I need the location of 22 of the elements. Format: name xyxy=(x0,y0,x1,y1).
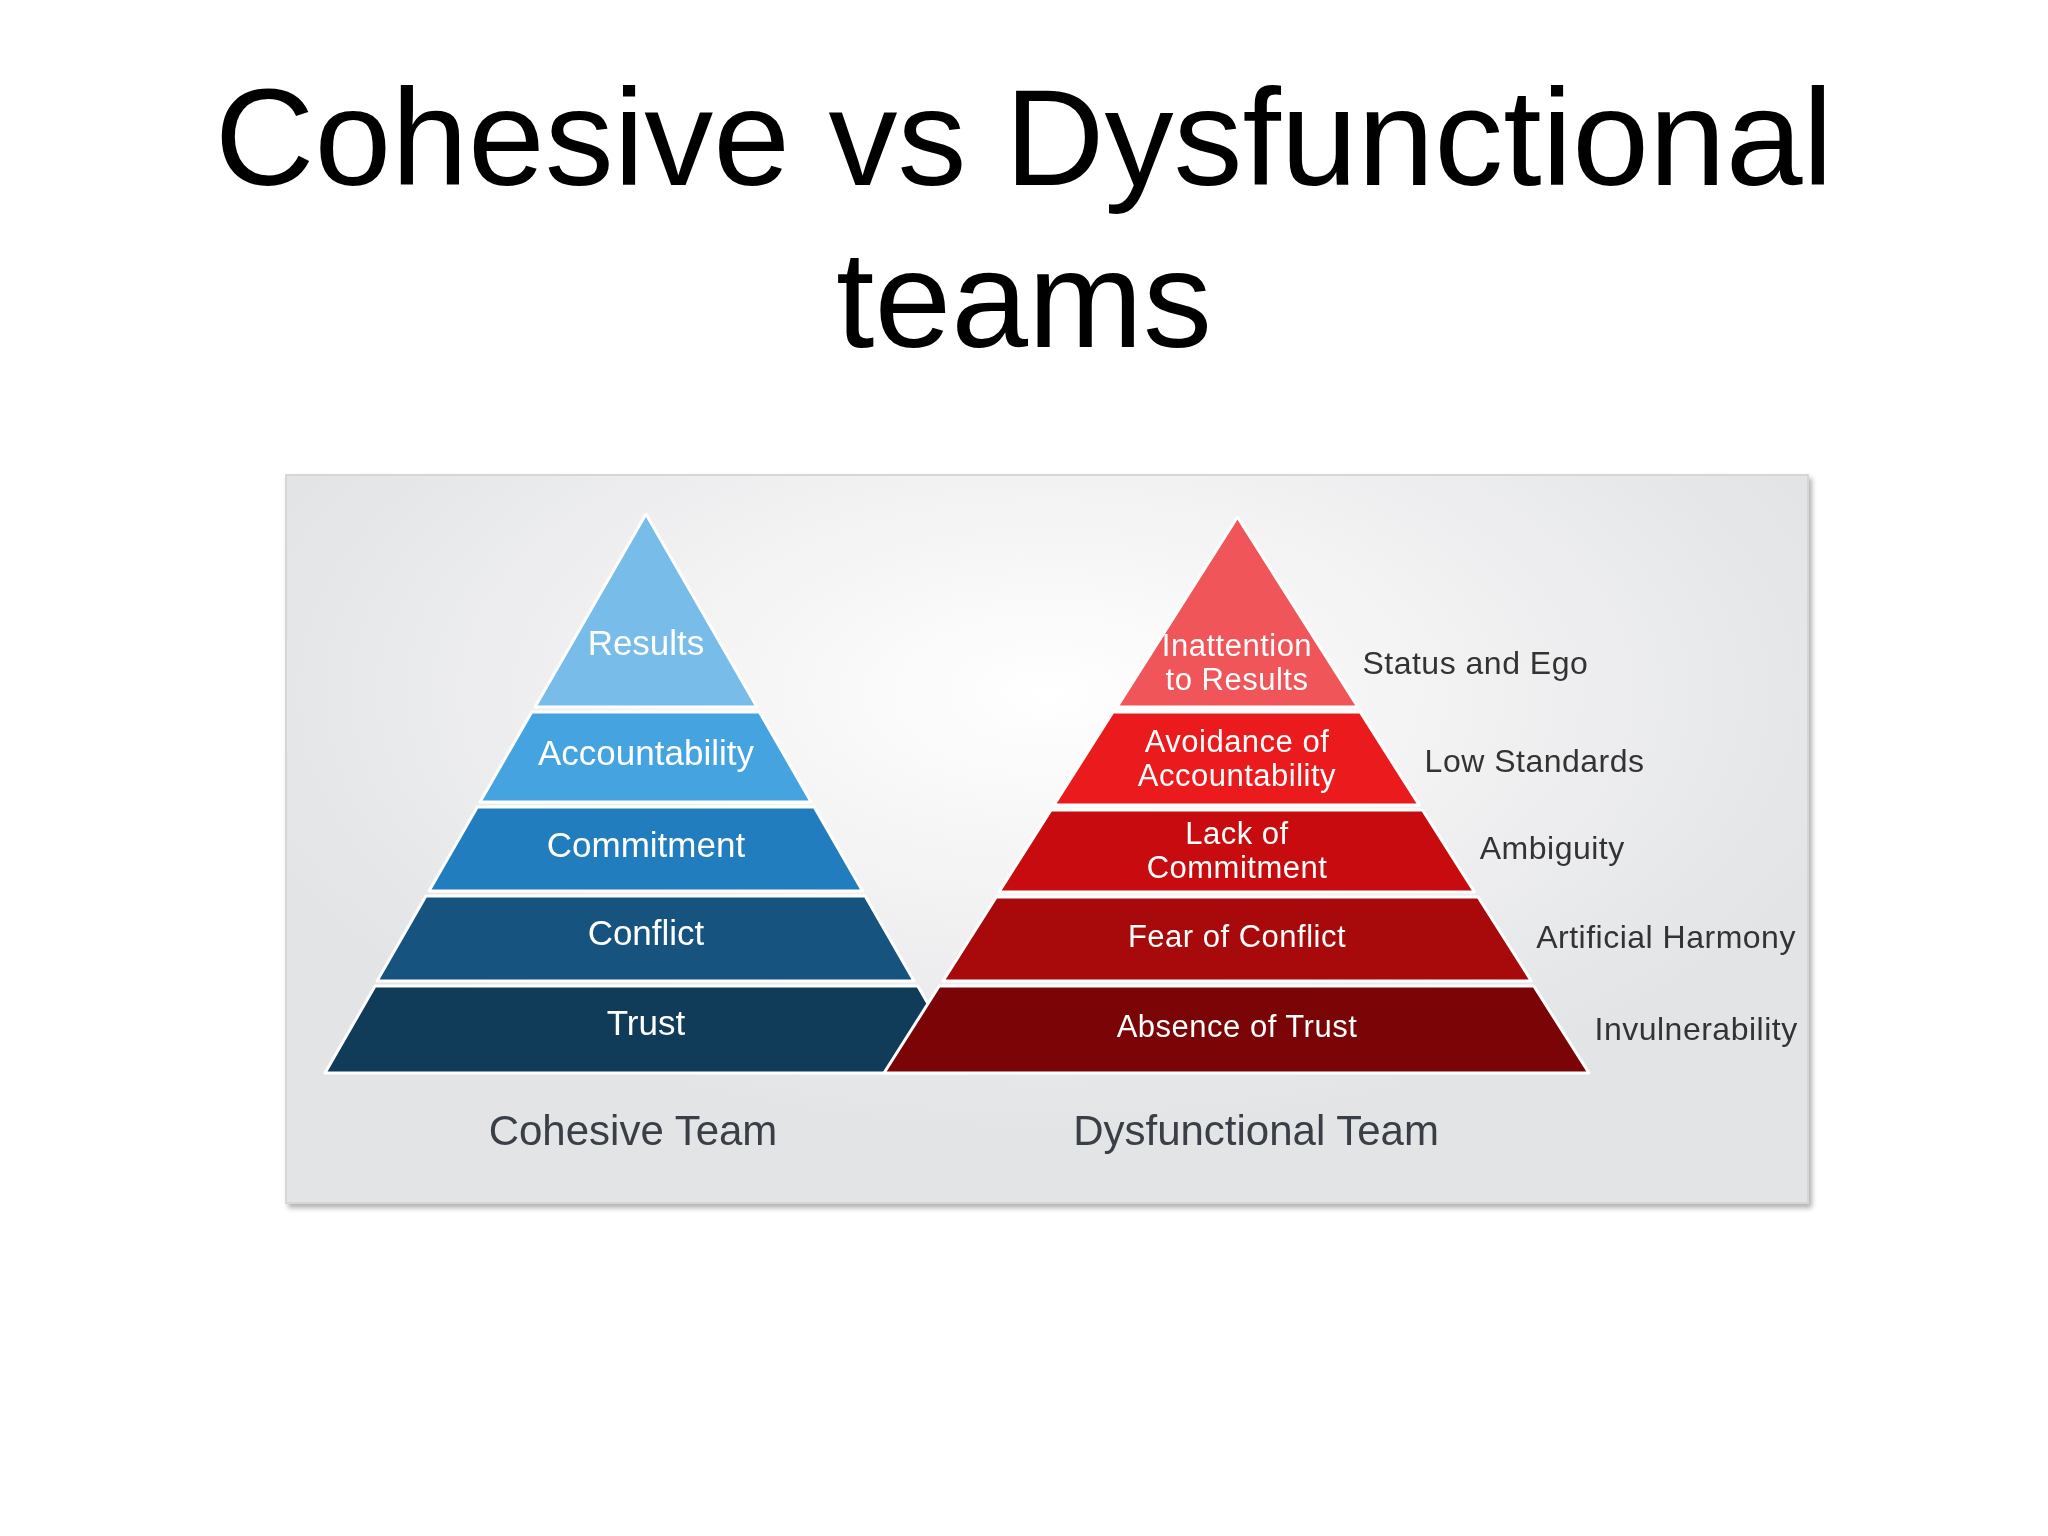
side-label: Low Standards xyxy=(1424,742,1645,780)
pyramid-top-triangle xyxy=(535,514,757,707)
layer-label: Absence of Trust xyxy=(1116,1009,1358,1044)
side-label: Invulnerability xyxy=(1594,1010,1798,1048)
layer-label: Conflict xyxy=(587,913,705,952)
layer-label: Fear of Conflict xyxy=(1127,920,1347,955)
layer-label: Results xyxy=(587,624,705,663)
layer-label: Trust xyxy=(606,1003,686,1042)
side-label: Artificial Harmony xyxy=(1536,918,1796,956)
pyramid-layer xyxy=(377,896,915,981)
pyramid-layer xyxy=(429,807,863,891)
side-label: Status and Ego xyxy=(1362,644,1589,682)
layer-label: Avoidance of Accountability xyxy=(1136,724,1338,793)
layer-label: Commitment xyxy=(546,825,746,865)
pyramid-layer xyxy=(480,712,812,802)
pyramid-caption: Dysfunctional Team xyxy=(1073,1107,1439,1155)
title: Cohesive vs Dysfunctional teams xyxy=(213,59,1835,378)
layer-label: Inattention to Results xyxy=(1160,629,1314,698)
pyramid-caption: Cohesive Team xyxy=(488,1107,778,1155)
side-label: Ambiguity xyxy=(1479,829,1625,867)
layer-label: Accountability xyxy=(538,733,754,772)
layer-label: Lack of Commitment xyxy=(1145,816,1329,886)
